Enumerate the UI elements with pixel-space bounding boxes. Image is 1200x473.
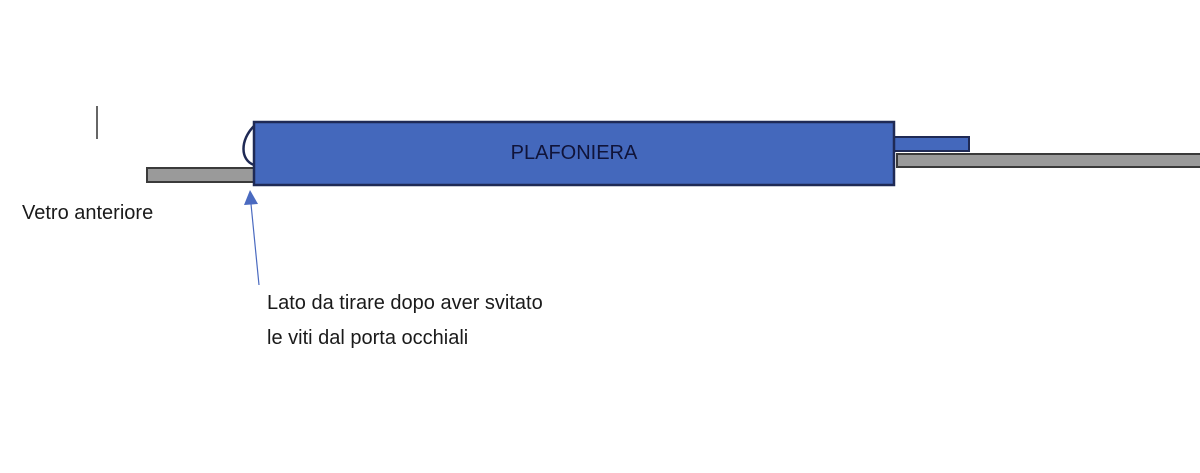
- pull-side-note: Lato da tirare dopo aver svitato le viti…: [267, 292, 549, 349]
- front-glass-bar: [146, 167, 256, 183]
- right-tab: [892, 136, 970, 152]
- plafoniera-body: [252, 120, 896, 187]
- arrow-head: [244, 190, 258, 205]
- front-glass-label: Vetro anteriore: [22, 202, 154, 224]
- plafoniera-label: PLAFONIERA: [510, 142, 638, 164]
- arrow-line: [250, 203, 260, 286]
- rear-glass-bar: [896, 153, 1200, 168]
- clip-curve: [242, 125, 255, 167]
